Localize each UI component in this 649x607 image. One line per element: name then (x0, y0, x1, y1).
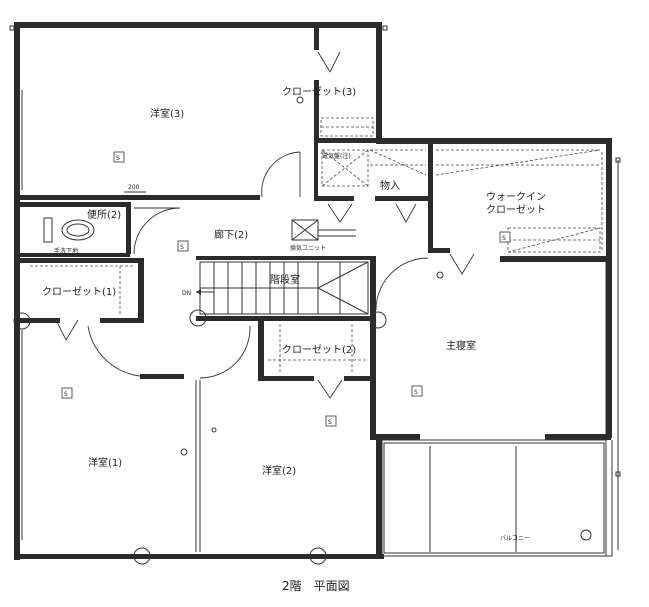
svg-text:S: S (414, 389, 418, 396)
room-label-walk-in-closet-1: ウォークイン (486, 191, 546, 203)
toilet-bowl-icon (61, 219, 95, 241)
room-label-walk-in-closet-2: クローゼット (486, 204, 546, 216)
room-label-closet-2: クローゼット(2) (282, 344, 356, 356)
sensor-icon (61, 387, 73, 399)
sensor-icon (499, 231, 511, 243)
sensor-icon (113, 151, 125, 163)
column-mark-icon (369, 311, 387, 329)
doors (55, 51, 475, 399)
fixtures (13, 96, 592, 565)
sensor-icon (177, 240, 189, 252)
plan-title: 2階 平面図 (282, 578, 350, 593)
svg-text:S: S (64, 391, 68, 398)
room-label-hallway-2: 廊下(2) (214, 228, 248, 241)
room-label-toilet-2: 便所(2) (87, 208, 121, 221)
walls (14, 22, 612, 560)
room-label-closet-3: クローゼット(3) (282, 86, 356, 98)
toilet-tank-icon (43, 217, 53, 243)
staircase (196, 261, 369, 315)
outlet-icon (180, 448, 188, 456)
sensor-icon (411, 385, 423, 397)
faucet-icon (580, 529, 592, 541)
vent-unit-label: 換気ユニット (290, 244, 326, 252)
room-label-western-3: 洋室(3) (150, 107, 184, 120)
svg-text:S: S (116, 155, 120, 162)
outlet-icon (211, 427, 217, 433)
column-mark-icon (133, 547, 151, 565)
room-label-storage: 物入 (380, 179, 400, 192)
hand-wash-label: 手洗下地 (54, 247, 78, 255)
room-label-closet-1: クローゼット(1) (42, 286, 116, 298)
sensor-icon (325, 415, 337, 427)
room-label-master-bedroom: 主寝室 (446, 339, 476, 352)
room-label-stair-room: 階段室 (270, 273, 300, 286)
room-label-balcony: バルコニー (500, 535, 530, 542)
dimension-label: 200 (128, 184, 140, 191)
room-label-western-2: 洋室(2) (262, 464, 296, 477)
pipe-space-label: 電気盤(注) (322, 152, 351, 160)
down-mark-label: DN (182, 290, 191, 297)
room-labels: 洋室(3) クローゼット(3) 物入 ウォークイン クローゼット 便所(2) 廊… (42, 86, 546, 542)
room-label-western-1: 洋室(1) (88, 456, 122, 469)
outlet-icon (436, 271, 444, 279)
svg-text:S: S (328, 419, 332, 426)
sensor-labels: S S S S S S (64, 155, 506, 426)
svg-text:S: S (180, 244, 184, 251)
outlet-icon (296, 96, 304, 104)
thin-lines (9, 25, 621, 557)
svg-text:S: S (502, 235, 506, 242)
column-mark-icon (309, 547, 327, 565)
annotations: 200 手洗下地 換気ユニット 電気盤(注) DN (54, 152, 351, 297)
column-mark-icon (13, 312, 31, 330)
column-mark-icon (189, 309, 207, 327)
